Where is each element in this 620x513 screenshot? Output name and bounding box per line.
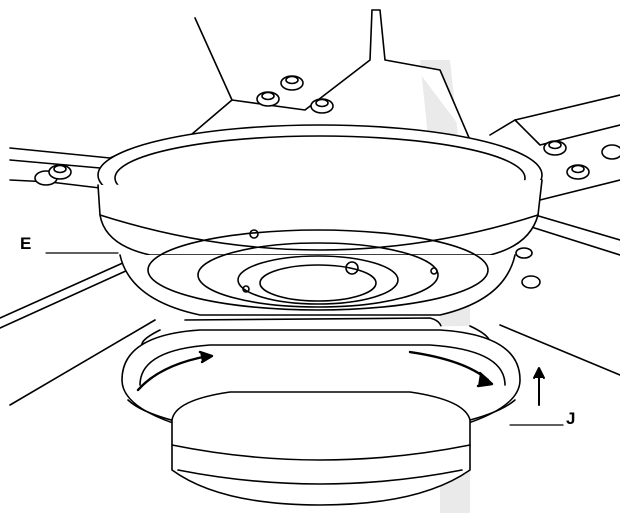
up-arrow-icon [533,367,545,406]
motor-housing [97,124,543,289]
rotation-arrow-left-icon [136,354,210,392]
blade-right [489,94,620,201]
label-e: E [20,234,32,253]
label-j: J [566,409,576,428]
blade-bolts-top [256,75,334,114]
blade-top [184,9,471,141]
rotation-arrows [136,350,494,392]
blade-lower-lines [0,211,620,406]
light-kit [121,317,521,506]
inner-recess [119,229,516,316]
